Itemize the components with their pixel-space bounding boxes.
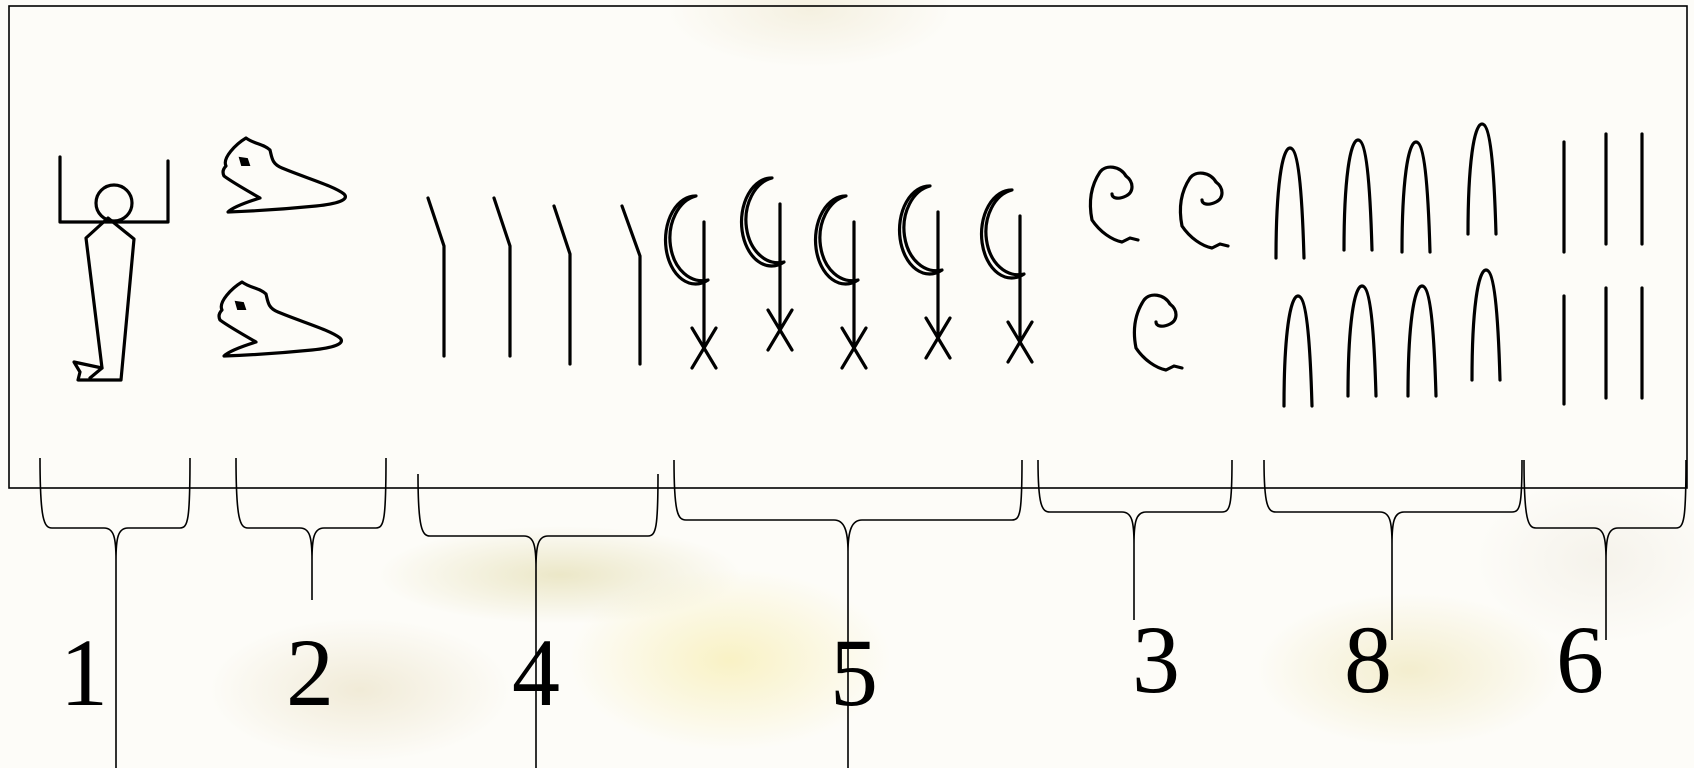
- glyph-group-2-vipers: [217, 136, 348, 358]
- glyph-group-8-arches: [1274, 122, 1502, 408]
- numeral-4: 4: [512, 619, 560, 726]
- glyph-group-3-coils: [1088, 165, 1230, 372]
- diagram-frame: [8, 5, 1688, 489]
- glyph-group-4-strokes: [426, 196, 642, 366]
- brace-3: [1037, 459, 1233, 620]
- brace-5: [673, 459, 1023, 768]
- glyph-group-1-man: [58, 155, 170, 382]
- group-braces: [39, 457, 1687, 768]
- brace-1: [39, 457, 191, 768]
- glyph-group-6-strokes: [1562, 132, 1644, 406]
- numeral-2: 2: [286, 619, 334, 726]
- numeral-3: 3: [1132, 606, 1180, 713]
- brace-8: [1263, 459, 1523, 640]
- numeral-5: 5: [830, 619, 878, 726]
- brace-4: [417, 473, 659, 768]
- numeral-labels: 1 2 4 5 3 8 6: [60, 606, 1604, 726]
- numeral-1: 1: [60, 619, 108, 726]
- numeral-8: 8: [1344, 606, 1392, 713]
- glyph-group-5-moon-arrows: [663, 176, 1034, 370]
- numeral-6: 6: [1556, 606, 1604, 713]
- brace-2: [235, 457, 387, 600]
- brace-6: [1523, 459, 1687, 640]
